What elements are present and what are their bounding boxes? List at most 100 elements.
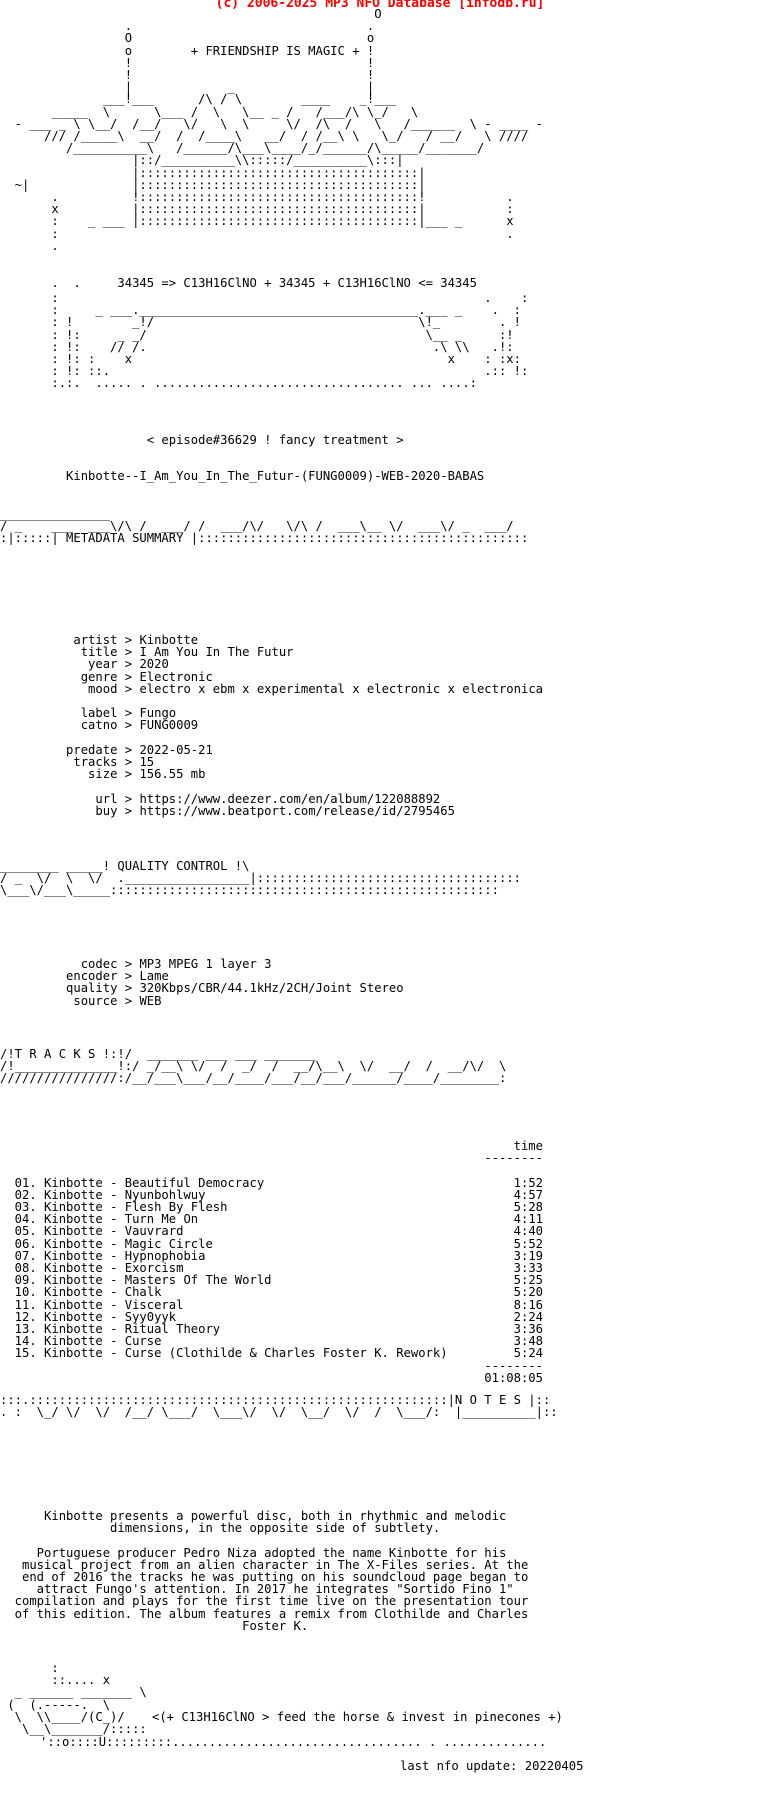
metadata-key: title <box>66 645 118 660</box>
tracks-header-time: time <box>513 1139 543 1153</box>
track-duration: 5:25 <box>513 1273 543 1288</box>
quality-value: WEB <box>139 993 162 1008</box>
track-number: 03. <box>0 1200 37 1215</box>
metadata-key: buy <box>66 803 118 818</box>
quality-value: 320Kbps/CBR/44.1kHz/2CH/Joint Stereo <box>139 981 404 996</box>
track-title: Kinbotte - Curse (Clothilde & Charles Fo… <box>44 1346 448 1361</box>
track-title: Kinbotte - Flesh By Flesh <box>44 1200 228 1215</box>
track-title: Kinbotte - Hypnophobia <box>44 1248 206 1263</box>
track-duration: 2:24 <box>513 1309 543 1324</box>
notes-title-art: :::.::::::::::::::::::::::::::::::::::::… <box>0 1393 558 1420</box>
track-number: 09. <box>0 1273 37 1288</box>
quality-title-art: ________ _____! QUALITY CONTROL !\ / _ \… <box>0 859 521 898</box>
quality-key: encoder <box>66 969 118 984</box>
track-title: Kinbotte - Vauvrard <box>44 1224 184 1239</box>
notes-text: Kinbotte presents a powerful disc, both … <box>14 1509 529 1633</box>
track-duration: 5:28 <box>513 1200 543 1215</box>
metadata-value: electro x ebm x experimental x electroni… <box>139 681 543 696</box>
site-header[interactable]: (c) 2006-2025 MP3 NFO Database [infodb.r… <box>215 0 545 11</box>
track-number: 12. <box>0 1309 37 1324</box>
footer-dots: '::o::::U:::::::::......................… <box>40 1735 547 1749</box>
track-title: Kinbotte - Curse <box>44 1334 162 1349</box>
logo-art: O . . O o o + FRIENDSHIP IS MAGIC + ! ! <box>14 7 543 253</box>
track-number: 01. <box>0 1175 37 1190</box>
tracks-title-art: /!T R A C K S !:!/ _______ ___ ___ _____… <box>0 1047 507 1086</box>
track-title: Kinbotte - Ritual Theory <box>44 1322 221 1337</box>
track-duration: 3:48 <box>513 1334 543 1349</box>
track-number: 04. <box>0 1212 37 1227</box>
track-duration: 5:20 <box>513 1285 543 1300</box>
footer-art: : ::.... x _ ______ _______ \ ( (.-----.… <box>7 1661 147 1737</box>
quality-list: codec > MP3 MPEG 1 layer 3 encoder > Lam… <box>66 957 404 1008</box>
track-number: 06. <box>0 1236 37 1251</box>
table-row: 04. Kinbotte - Turn Me On 4:11 <box>0 1212 543 1226</box>
metadata-key: size <box>66 767 118 782</box>
table-row: 14. Kinbotte - Curse 3:48 <box>0 1334 543 1348</box>
metadata-value: 2022-05-21 <box>139 742 213 757</box>
track-duration: 1:52 <box>513 1175 543 1190</box>
track-number: 11. <box>0 1297 37 1312</box>
track-title: Kinbotte - Beautiful Democracy <box>44 1175 265 1190</box>
quality-key: quality <box>66 981 118 996</box>
table-row: 15. Kinbotte - Curse (Clothilde & Charle… <box>0 1346 543 1360</box>
metadata-title-art: _______________ / _ ___ ___\/\ / ___/ / … <box>0 507 529 546</box>
total-time: 01:08:05 <box>484 1370 543 1385</box>
track-number: 14. <box>0 1334 37 1349</box>
track-duration: 5:52 <box>513 1236 543 1251</box>
track-number: 10. <box>0 1285 37 1300</box>
metadata-key: tracks <box>66 755 118 770</box>
table-row: 02. Kinbotte - Nyunbohlwuy 4:57 <box>0 1188 543 1202</box>
track-title: Kinbotte - Magic Circle <box>44 1236 213 1251</box>
table-row: 13. Kinbotte - Ritual Theory 3:36 <box>0 1322 543 1336</box>
metadata-key: catno <box>66 718 118 733</box>
metadata-key: url <box>66 791 118 806</box>
table-row: 09. Kinbotte - Masters Of The World 5:25 <box>0 1273 543 1287</box>
metadata-value: Fungo <box>139 706 177 721</box>
track-title: Kinbotte - Syy0yyk <box>44 1309 177 1324</box>
track-duration: 3:19 <box>513 1248 544 1263</box>
track-title: Kinbotte - Masters Of The World <box>44 1273 272 1288</box>
table-row: 07. Kinbotte - Hypnophobia 3:19 <box>0 1249 543 1263</box>
metadata-key: predate <box>66 742 118 757</box>
track-duration: 5:24 <box>513 1346 543 1361</box>
track-duration: 4:11 <box>513 1212 543 1227</box>
table-row: 11. Kinbotte - Visceral 8:16 <box>0 1298 543 1312</box>
metadata-value: https://www.beatport.com/release/id/2795… <box>139 803 455 818</box>
track-number: 13. <box>0 1322 37 1337</box>
track-duration: 3:36 <box>513 1322 543 1337</box>
metadata-value: 2020 <box>139 657 169 672</box>
quality-value: MP3 MPEG 1 layer 3 <box>139 957 272 971</box>
metadata-value: I Am You In The Futur <box>139 645 294 660</box>
metadata-value: https://www.deezer.com/en/album/12208889… <box>139 791 441 806</box>
logo-frame: : . : : _ ___.__________________________… <box>51 291 529 391</box>
track-duration: 4:57 <box>513 1187 544 1202</box>
track-title: Kinbotte - Visceral <box>44 1297 184 1312</box>
track-duration: 8:16 <box>513 1297 543 1312</box>
metadata-key: genre <box>66 669 118 684</box>
metadata-value: Kinbotte <box>139 633 199 647</box>
quality-key: codec <box>66 957 118 971</box>
track-title: Kinbotte - Chalk <box>44 1285 162 1300</box>
table-row: 10. Kinbotte - Chalk 5:20 <box>0 1285 543 1299</box>
release-banner: < episode#36629 ! fancy treatment > <box>0 433 404 447</box>
metadata-list: artist > Kinbotte title > I Am You In Th… <box>66 633 543 818</box>
track-title: Kinbotte - Turn Me On <box>44 1212 199 1227</box>
release-name: Kinbotte--I_Am_You_In_The_Futur-(FUNG000… <box>0 469 485 483</box>
track-number: 02. <box>0 1187 37 1202</box>
track-list: time -------- 01. Kinbotte - Beautiful D… <box>0 1139 544 1385</box>
metadata-value: 15 <box>139 755 155 770</box>
metadata-value: FUNG0009 <box>139 718 199 733</box>
table-row: 08. Kinbotte - Exorcism 3:33 <box>0 1261 543 1275</box>
track-number: 05. <box>0 1224 37 1239</box>
quality-key: source <box>66 993 118 1008</box>
metadata-value: Electronic <box>139 669 213 684</box>
track-title: Kinbotte - Nyunbohlwuy <box>44 1187 206 1202</box>
track-number: 08. <box>0 1261 37 1276</box>
table-row: 06. Kinbotte - Magic Circle 5:52 <box>0 1237 543 1251</box>
table-row: 05. Kinbotte - Vauvrard 4:40 <box>0 1224 543 1238</box>
metadata-key: artist <box>66 633 118 647</box>
quality-value: Lame <box>139 969 169 984</box>
track-duration: 3:33 <box>513 1261 543 1276</box>
track-number: 15. <box>0 1346 37 1361</box>
